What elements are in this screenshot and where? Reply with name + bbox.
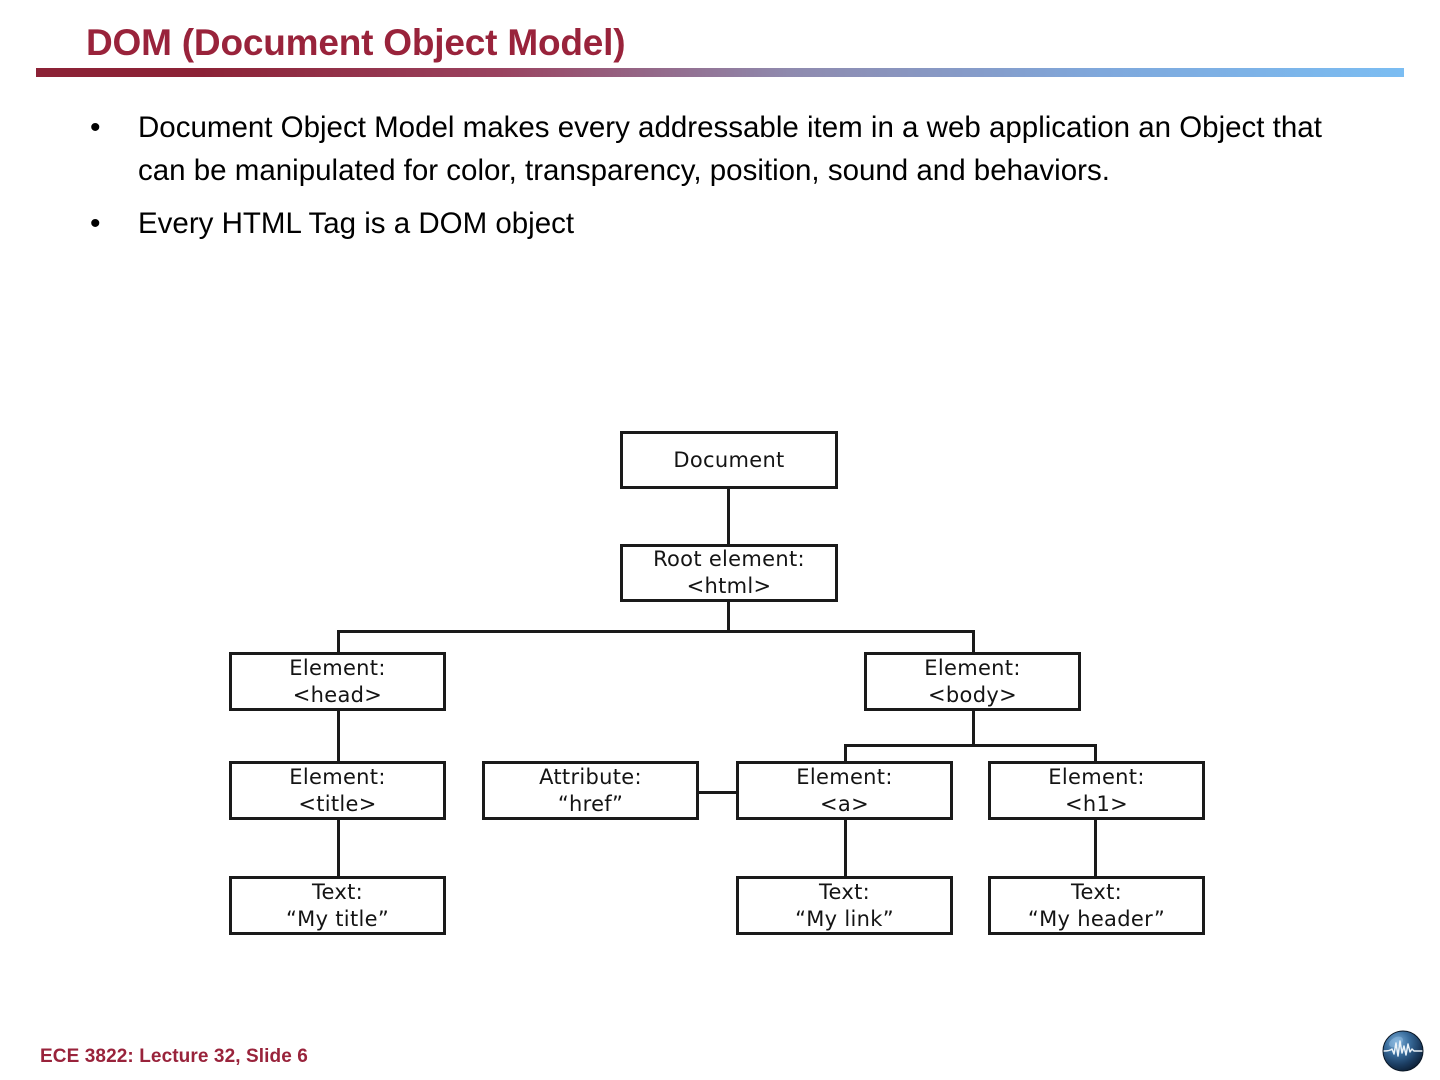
edge-h1-to-headertext <box>1094 820 1097 877</box>
node-label-line1: Root element: <box>653 547 805 571</box>
globe-waveform-logo-icon <box>1381 1029 1425 1073</box>
node-document: Document <box>620 431 838 489</box>
node-text-my-title: Text: “My title” <box>229 876 446 935</box>
node-label-line1: Element: <box>796 764 893 789</box>
node-label-line2: <title> <box>298 791 377 816</box>
edge-document-to-html <box>727 488 730 546</box>
node-label-line1: Document <box>673 447 785 472</box>
node-label-line1: Element: <box>289 764 386 789</box>
node-label-line1: Attribute: <box>539 764 642 789</box>
node-label-line1: Text: <box>818 879 871 904</box>
node-label-line2: <html> <box>686 574 772 598</box>
edge-html-down <box>727 600 730 632</box>
list-item: • Document Object Model makes every addr… <box>80 106 1370 192</box>
node-label-line1: Element: <box>289 655 386 680</box>
node-label-line1: Element: <box>1048 764 1145 789</box>
bullet-list: • Document Object Model makes every addr… <box>80 106 1370 255</box>
node-label-line1: Text: <box>311 879 364 904</box>
node-element-head: Element: <head> <box>229 652 446 711</box>
edge-html-to-body <box>972 630 975 654</box>
node-element-body: Element: <body> <box>864 652 1081 711</box>
edge-body-to-anchor <box>844 744 847 762</box>
title-underline-rule <box>36 68 1404 77</box>
edge-href-to-anchor <box>699 791 739 794</box>
node-label-line1: Text: <box>1070 879 1123 904</box>
footer-text: ECE 3822: Lecture 32, Slide 6 <box>40 1046 308 1067</box>
node-element-title: Element: <title> <box>229 761 446 820</box>
edge-html-split-bar <box>337 630 975 633</box>
node-label-line2: “My link” <box>795 906 894 931</box>
node-label-line2: <body> <box>928 682 1017 707</box>
node-label-line2: <a> <box>820 791 869 816</box>
edge-body-to-h1 <box>1094 744 1097 762</box>
node-element-h1: Element: <h1> <box>988 761 1205 820</box>
edge-anchor-to-linktext <box>844 820 847 877</box>
edge-title-to-titletext <box>337 820 340 877</box>
edge-html-to-head <box>337 630 340 654</box>
edge-body-down <box>972 710 975 746</box>
bullet-text: Every HTML Tag is a DOM object <box>138 207 575 240</box>
list-item: • Every HTML Tag is a DOM object <box>80 202 1370 245</box>
node-label-line2: <head> <box>292 682 383 707</box>
node-text-my-link: Text: “My link” <box>736 876 953 935</box>
node-attribute-href: Attribute: “href” <box>482 761 699 820</box>
edge-head-to-title <box>337 710 340 762</box>
page-title: DOM (Document Object Model) <box>86 22 626 63</box>
bullet-marker-icon: • <box>90 207 101 240</box>
node-label-line2: “href” <box>557 791 624 816</box>
bullet-marker-icon: • <box>90 111 101 144</box>
node-label-line2: <h1> <box>1064 791 1129 816</box>
node-label-line2: “My header” <box>1027 906 1166 931</box>
bullet-text: Document Object Model makes every addres… <box>138 111 1322 187</box>
node-label-line2: “My title” <box>285 906 390 931</box>
node-root-html: Root element: <html> <box>620 544 838 602</box>
node-element-anchor: Element: <a> <box>736 761 953 820</box>
node-text-my-header: Text: “My header” <box>988 876 1205 935</box>
edge-body-split-bar <box>844 744 1097 747</box>
node-label-line1: Element: <box>924 655 1021 680</box>
